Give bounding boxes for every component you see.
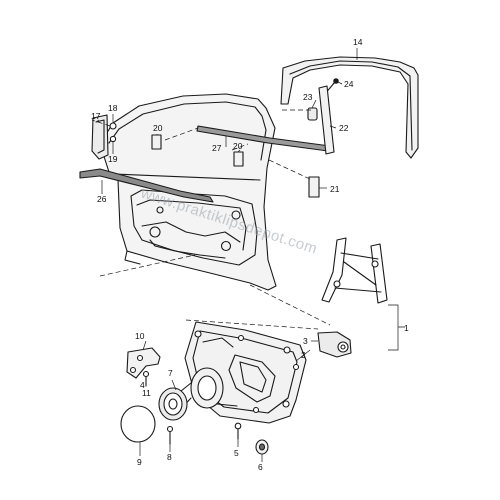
nut-23: [307, 107, 318, 121]
seal-21: [308, 176, 320, 198]
callout-5: 5: [234, 448, 239, 458]
callout-14: 14: [353, 37, 363, 47]
callout-10: 10: [135, 331, 145, 341]
callout-11: 11: [142, 388, 151, 398]
door-frame-seal: [280, 56, 419, 159]
leader-lines: [95, 48, 405, 462]
callout-22: 22: [339, 123, 349, 133]
callout-1: 1: [404, 323, 409, 333]
bracket-10: [126, 347, 161, 379]
speaker-ring: [175, 367, 224, 411]
plug-6: [255, 439, 269, 455]
callout-2: 2: [301, 350, 306, 360]
callout-21: 21: [330, 184, 340, 194]
callout-18: 18: [108, 103, 118, 113]
callout-27: 27: [212, 143, 222, 153]
assembly-lines: [91, 109, 331, 330]
outer-window-strip: [79, 168, 214, 203]
speaker: [158, 387, 188, 421]
callout-numbers: 1 2 3 4 5 6 7 8 9 10 11 14 17 18 19 20 2…: [91, 37, 409, 472]
callout-19: 19: [108, 154, 118, 164]
guide-rail: [318, 85, 335, 155]
callout-8: 8: [167, 452, 172, 462]
clip-20-a: [151, 134, 162, 150]
window-regulator: [321, 237, 388, 304]
mirror-trim: [91, 114, 109, 160]
window-motor: [317, 331, 352, 358]
callout-6: 6: [258, 462, 263, 472]
callout-26: 26: [97, 194, 107, 204]
clip-20-b: [233, 151, 244, 167]
callout-20b: 20: [233, 141, 243, 151]
door-shell: [99, 93, 277, 291]
screw-5: [234, 422, 242, 440]
callout-23: 23: [303, 92, 313, 102]
screw-24: [323, 78, 339, 96]
screw-8: [166, 425, 174, 445]
speaker-cover: [120, 405, 156, 443]
callout-4: 4: [140, 380, 145, 390]
callout-7: 7: [168, 368, 173, 378]
callout-17: 17: [91, 111, 101, 121]
callout-20a: 20: [153, 123, 163, 133]
callout-24: 24: [344, 79, 354, 89]
callout-9: 9: [137, 457, 142, 467]
callout-3: 3: [303, 336, 308, 346]
